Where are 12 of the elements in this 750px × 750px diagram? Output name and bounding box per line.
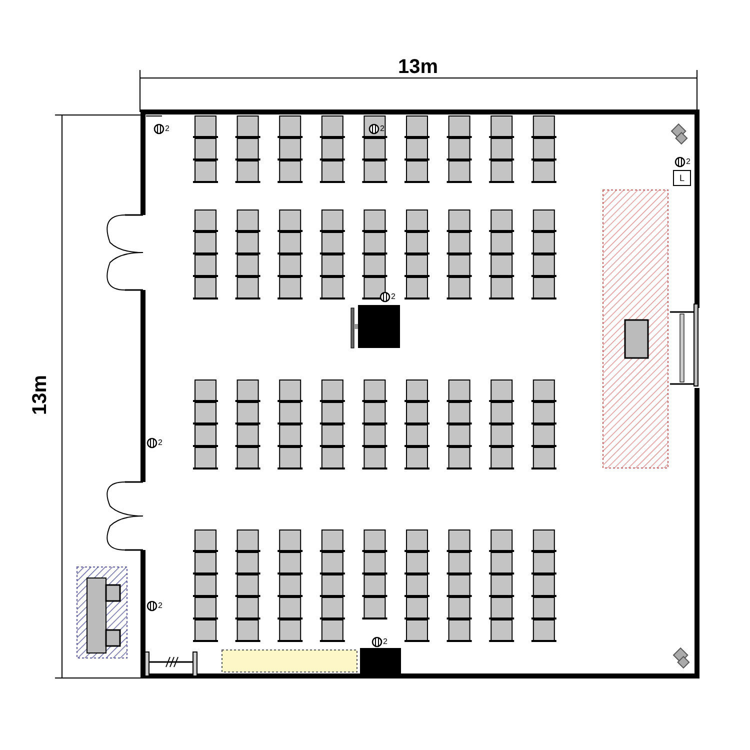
outlet-count: 2 — [686, 158, 690, 166]
outlet-count: 2 — [383, 638, 388, 646]
outlet-count: 2 — [380, 125, 384, 133]
outlet-count: 2 — [391, 293, 396, 301]
dimension-label: 13m — [30, 374, 50, 416]
switch-panel — [673, 170, 691, 186]
outlet-count: 2 — [165, 125, 170, 133]
outlet-count: 2 — [158, 439, 162, 447]
dimension-label: 13m — [398, 57, 438, 77]
outlet-count: 2 — [158, 602, 162, 610]
counter-area — [222, 650, 358, 672]
panel-letter: L — [679, 173, 684, 183]
